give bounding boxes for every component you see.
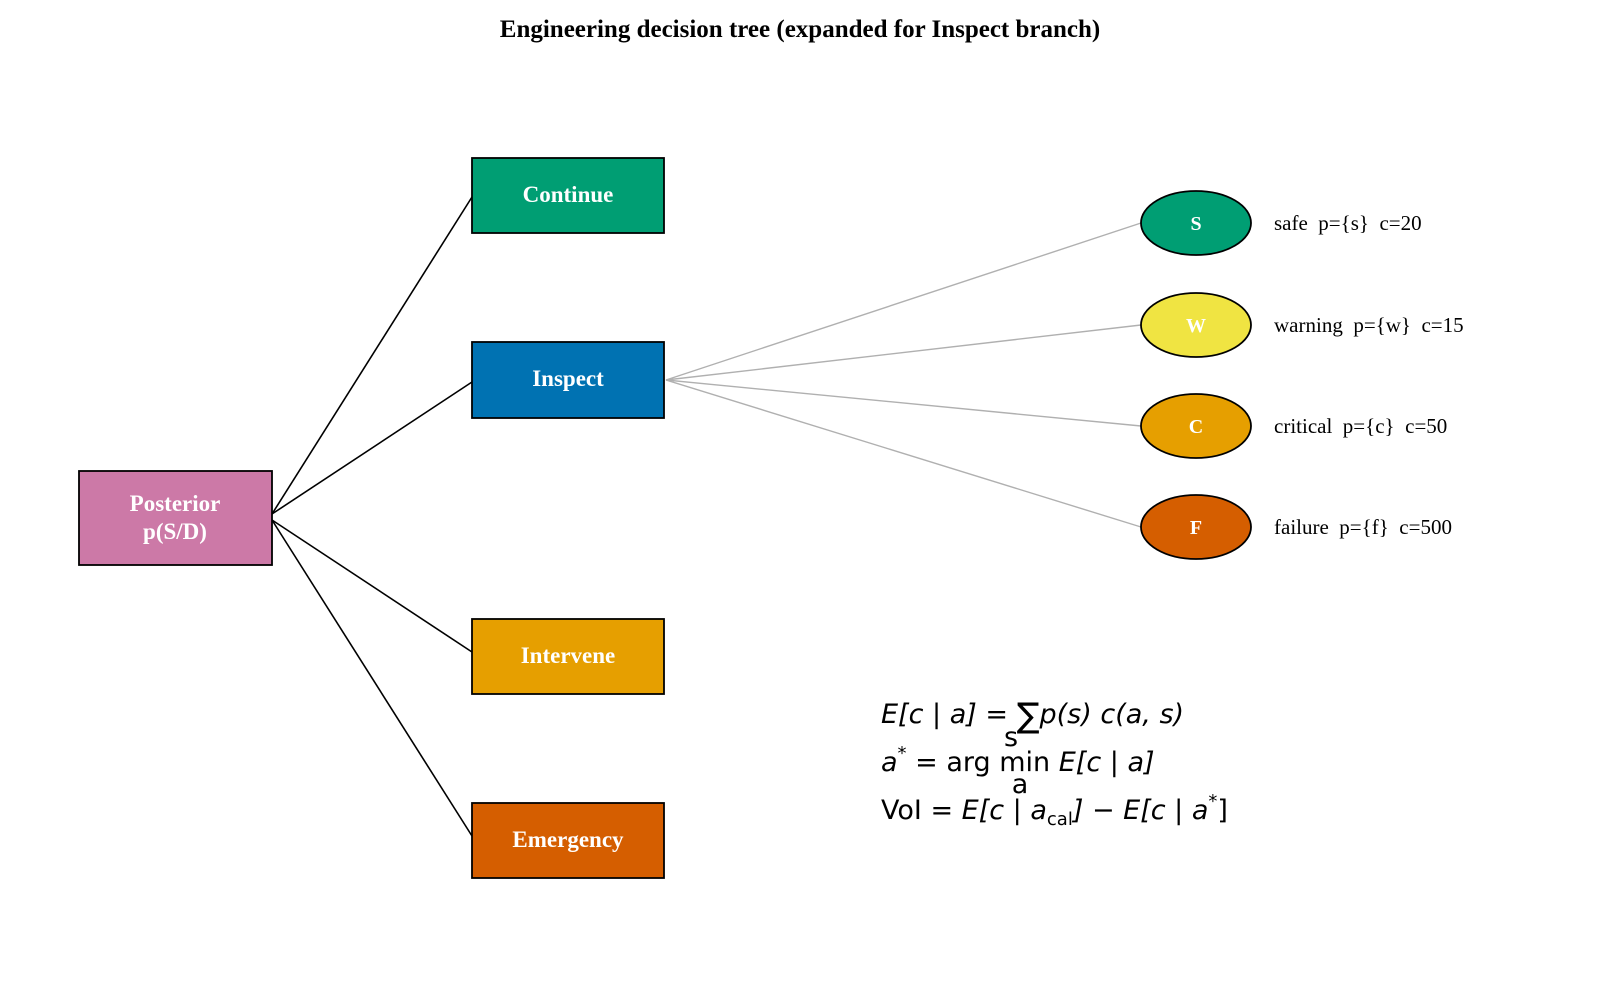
outcome-letter-failure: F xyxy=(1190,517,1202,539)
action-box-intervene xyxy=(471,618,665,695)
outcome-letter-warning: W xyxy=(1186,315,1206,337)
action-node-emergency[interactable]: Emergency xyxy=(471,802,665,879)
inspect-edges xyxy=(665,222,1142,528)
eq3-part2: ] − E[c | a xyxy=(1071,795,1209,826)
root-node[interactable]: Posterior p(S/D) xyxy=(78,470,273,566)
svg-text:E[c | a] = ∑p(s) c(a, s): E[c | a] = ∑p(s) c(a, s) xyxy=(881,696,1184,736)
svg-text:a* = arg min E[c | a]: a* = arg min E[c | a] xyxy=(881,743,1155,778)
action-node-inspect[interactable]: Inspect xyxy=(471,341,665,419)
eq3-sup: * xyxy=(1208,791,1217,812)
outcome-letter-critical: C xyxy=(1189,416,1203,438)
action-box-inspect xyxy=(471,341,665,419)
action-label-intervene: Intervene xyxy=(521,643,616,668)
edge-root-emergency xyxy=(271,519,473,837)
root-node-label-line1: Posterior xyxy=(130,491,221,516)
action-node-intervene[interactable]: Intervene xyxy=(471,618,665,695)
root-node-label-line2: p(S/D) xyxy=(143,519,207,544)
outcome-node-critical[interactable]: C critical p={c} c=50 xyxy=(1140,393,1447,459)
outcome-node-warning[interactable]: W warning p={w} c=15 xyxy=(1140,292,1464,358)
eq2-operator: min xyxy=(999,747,1050,778)
eq1-rhs: p(s) c(a, s) xyxy=(1039,699,1185,730)
edge-root-inspect xyxy=(271,381,473,515)
outcome-ellipse-failure xyxy=(1140,494,1252,560)
eq2-lhs: a xyxy=(881,747,898,778)
edge-inspect-failure xyxy=(665,379,1142,528)
edge-root-continue xyxy=(271,196,473,515)
eq2-rhs: E[c | a] xyxy=(1050,747,1154,778)
eq1-sum-symbol: ∑ xyxy=(1017,696,1040,736)
edge-inspect-safe xyxy=(665,222,1142,381)
action-label-continue: Continue xyxy=(523,182,614,207)
equation-optimal-action: a* = arg min E[c | a] a xyxy=(881,743,1155,800)
action-node-continue[interactable]: Continue xyxy=(471,157,665,234)
root-edges xyxy=(271,196,473,837)
outcome-ellipse-safe xyxy=(1140,190,1252,256)
edge-root-intervene xyxy=(271,519,473,653)
eq3-sub: cal xyxy=(1047,809,1073,830)
svg-text:VoI = E[c | acal] − E[c | a*]: VoI = E[c | acal] − E[c | a*] xyxy=(881,791,1228,830)
action-label-inspect: Inspect xyxy=(532,366,604,391)
outcome-ellipse-warning xyxy=(1140,292,1252,358)
outcome-node-safe[interactable]: S safe p={s} c=20 xyxy=(1140,190,1422,256)
edge-inspect-warning xyxy=(665,324,1142,381)
outcome-label-warning: warning p={w} c=15 xyxy=(1274,313,1464,337)
outcome-label-safe: safe p={s} c=20 xyxy=(1274,211,1422,235)
eq2-mid: = arg xyxy=(907,747,1000,778)
outcome-letter-safe: S xyxy=(1190,213,1201,235)
equation-expected-cost: E[c | a] = ∑p(s) c(a, s) s xyxy=(881,696,1184,753)
outcome-label-failure: failure p={f} c=500 xyxy=(1274,515,1452,539)
action-box-emergency xyxy=(471,802,665,879)
eq3-part3: ] xyxy=(1217,795,1228,826)
eq2-operator-index: a xyxy=(1012,769,1029,800)
edge-inspect-critical xyxy=(665,379,1142,427)
eq3-part1: E[c | a xyxy=(962,795,1047,826)
eq3-lhs: VoI = xyxy=(881,795,962,826)
eq1-sum-index: s xyxy=(1004,722,1018,753)
eq2-sup: * xyxy=(898,743,907,764)
outcome-ellipse-critical xyxy=(1140,393,1252,459)
root-node-box xyxy=(78,470,273,566)
outcome-label-critical: critical p={c} c=50 xyxy=(1274,414,1447,438)
diagram-title: Engineering decision tree (expanded for … xyxy=(500,16,1100,43)
equation-value-of-information: VoI = E[c | acal] − E[c | a*] xyxy=(881,791,1228,830)
equations-block: E[c | a] = ∑p(s) c(a, s) s a* = arg min … xyxy=(881,696,1228,830)
outcome-node-failure[interactable]: F failure p={f} c=500 xyxy=(1140,494,1452,560)
action-label-emergency: Emergency xyxy=(512,827,624,852)
action-box-continue xyxy=(471,157,665,234)
eq1-lhs: E[c | a] = xyxy=(881,699,1017,730)
